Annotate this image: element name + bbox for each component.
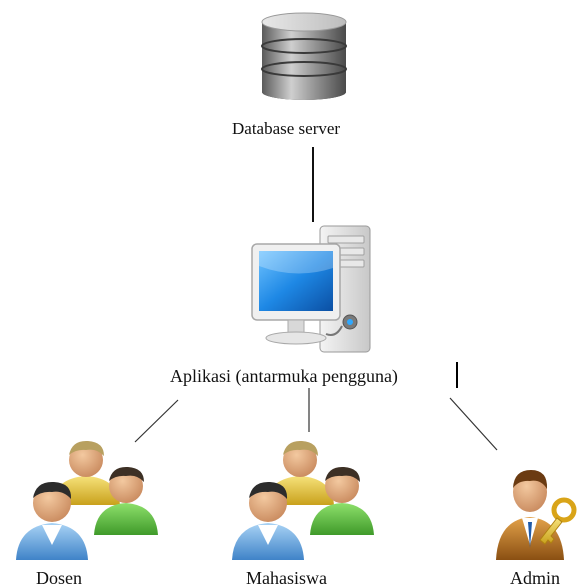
application-label: Aplikasi (antarmuka pengguna) <box>170 366 398 386</box>
edge-application-admin <box>449 397 498 451</box>
database-icon <box>261 12 347 100</box>
desktop-computer-icon <box>251 225 371 353</box>
database-label: Database server <box>232 119 341 138</box>
admin-key-icon <box>496 470 577 560</box>
text-cursor <box>456 362 458 388</box>
dosen-label: Dosen <box>36 568 82 588</box>
user-group-icon-dosen <box>16 440 158 560</box>
admin-label: Admin <box>510 568 561 588</box>
edge-application-dosen <box>134 399 179 443</box>
mahasiswa-label: Mahasiswa <box>246 568 327 588</box>
user-group-icon-mahasiswa <box>232 440 374 560</box>
